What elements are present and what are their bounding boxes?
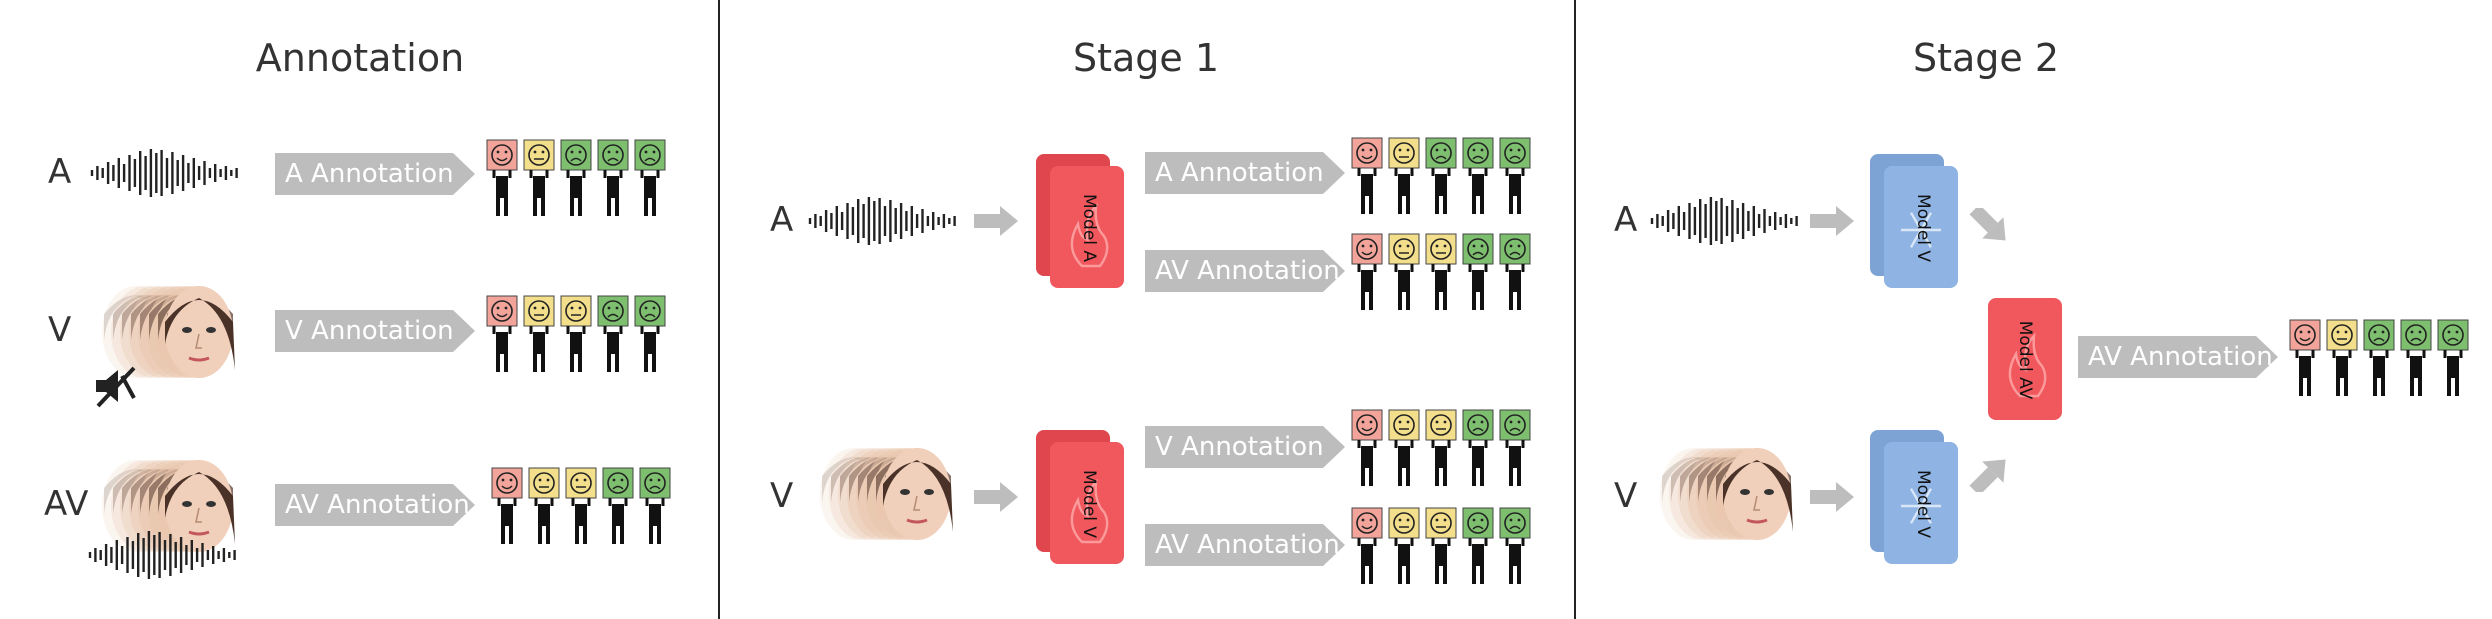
waveform-icon (90, 148, 240, 203)
model-name: Model A (1079, 194, 1099, 262)
input-letter: A (1614, 200, 1638, 240)
model-name: Model AV (2015, 321, 2035, 400)
model-name: Model V (1913, 194, 1933, 262)
row-letter: A (48, 152, 72, 192)
model-name: Model V (1913, 470, 1933, 538)
annotation-label: AV Annotation (285, 490, 470, 520)
input-letter: V (770, 476, 794, 516)
model-frozen: Model V (1866, 152, 1966, 297)
annotation-arrow: AV Annotation (1145, 250, 1345, 292)
model-trainable: Model A (1032, 152, 1132, 297)
face-icon (86, 448, 256, 573)
model-name: Model V (1079, 470, 1099, 538)
annotator-group (2288, 318, 2478, 403)
annotator-group (1350, 136, 1540, 221)
annotation-arrow: V Annotation (275, 310, 475, 352)
annotator-group (1350, 408, 1540, 493)
row-letter: AV (44, 484, 89, 524)
input-letter: A (770, 200, 794, 240)
panel-divider-1 (718, 0, 720, 619)
annotation-label: A Annotation (285, 159, 454, 189)
annotation-arrow: AV Annotation (2078, 336, 2278, 378)
panel-title: Stage 2 (1912, 36, 2060, 80)
annotator-group (1350, 232, 1540, 317)
input-arrow (1808, 204, 1856, 243)
model-frozen: Model V (1866, 428, 1966, 573)
input-arrow (1808, 480, 1856, 519)
annotator-group (490, 466, 680, 551)
fusion-arrow (1966, 204, 2014, 247)
annotation-arrow: AV Annotation (275, 484, 475, 526)
mute-icon (90, 362, 138, 415)
annotation-label: V Annotation (1155, 432, 1324, 462)
stage1-panel: Stage 1 A Model A A Annotation AV Annota… (720, 0, 1574, 619)
input-arrow (972, 480, 1020, 519)
annotator-group (1350, 506, 1540, 591)
annotation-label: A Annotation (1155, 158, 1324, 188)
panel-title: Annotation (255, 36, 465, 80)
waveform-icon (1650, 196, 1800, 251)
model-trainable: Model AV (1986, 296, 2066, 431)
face-icon (86, 274, 256, 399)
waveform-icon (808, 196, 958, 251)
model-trainable: Model V (1032, 428, 1132, 573)
row-letter: V (48, 310, 72, 350)
annotator-group (485, 294, 675, 379)
face-icon (1644, 436, 1814, 561)
input-arrow (972, 204, 1020, 243)
annotation-arrow: A Annotation (275, 153, 475, 195)
annotation-label: AV Annotation (1155, 256, 1340, 286)
fusion-arrow (1966, 458, 2014, 497)
annotation-arrow: V Annotation (1145, 426, 1345, 468)
stage2-panel: Stage 2 A Model V V Model V Model AV AV … (1576, 0, 2492, 619)
panel-title: Stage 1 (1072, 36, 1220, 80)
panel-divider-2 (1574, 0, 1576, 619)
annotation-arrow: AV Annotation (1145, 524, 1345, 566)
annotation-label: V Annotation (285, 316, 454, 346)
waveform-icon (88, 530, 238, 585)
annotator-group (485, 138, 675, 223)
input-letter: V (1614, 476, 1638, 516)
annotation-label: AV Annotation (1155, 530, 1340, 560)
annotation-panel: Annotation A A Annotation V V Annotation… (0, 0, 718, 619)
annotation-label: AV Annotation (2088, 342, 2273, 372)
annotation-arrow: A Annotation (1145, 152, 1345, 194)
face-icon (804, 436, 974, 561)
